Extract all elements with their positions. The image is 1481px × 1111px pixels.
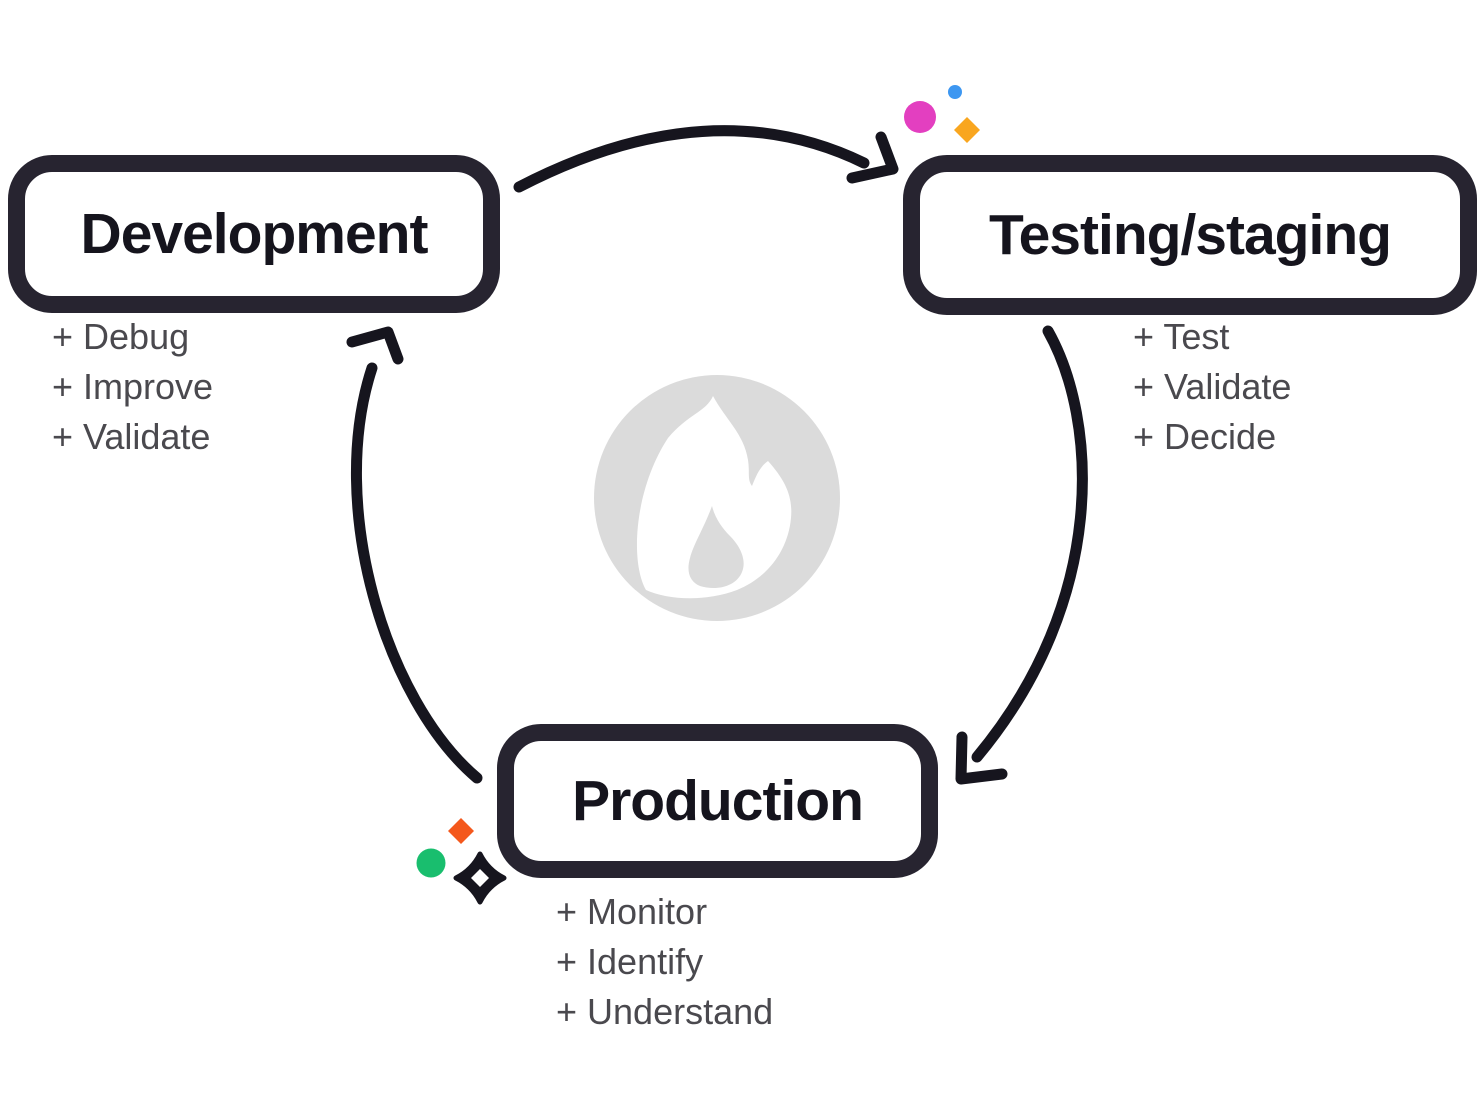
arrow-shaft: [971, 325, 1088, 763]
node-testing-staging-title: Testing/staging: [989, 203, 1392, 267]
blue-dot-icon: [948, 85, 962, 99]
bullet-item: + Debug: [52, 316, 190, 357]
flame-inner-shape: [688, 506, 744, 589]
arrow-development-to-testing: [513, 125, 899, 193]
bullet-item: + Test: [1133, 316, 1230, 357]
node-development-bullets: + Debug + Improve + Validate: [52, 312, 213, 462]
arrow-production-to-development: [346, 326, 483, 784]
node-production-bullets: + Monitor + Identify + Understand: [556, 887, 773, 1037]
bullet-item: + Understand: [556, 991, 774, 1032]
arrowhead: [955, 731, 1008, 785]
green-dot-icon: [416, 848, 446, 878]
arrow-testing-to-production: [955, 325, 1088, 785]
flame-outer-shape: [636, 396, 792, 599]
arrowhead: [346, 326, 404, 365]
confetti-production: [416, 818, 507, 905]
flame-icon: [594, 375, 840, 621]
bullet-item: + Validate: [1133, 366, 1292, 407]
bullet-item: + Improve: [52, 366, 214, 407]
node-testing-staging-bullets: + Test + Validate + Decide: [1133, 312, 1291, 462]
bullet-item: + Decide: [1133, 416, 1277, 457]
bullet-item: + Identify: [556, 941, 704, 982]
sparkle-hole: [471, 869, 489, 887]
bullet-item: + Monitor: [556, 891, 708, 932]
arrow-shaft: [350, 362, 483, 784]
node-production-title: Production: [572, 769, 864, 833]
confetti-testing: [904, 85, 980, 143]
orange-diamond-icon: [448, 818, 474, 844]
node-development-title: Development: [80, 202, 429, 266]
node-testing-staging: Testing/staging: [903, 155, 1477, 315]
amber-diamond-icon: [954, 117, 980, 143]
node-development: Development: [8, 155, 500, 313]
pink-dot-icon: [904, 101, 936, 133]
arrow-shaft: [513, 125, 870, 193]
node-production: Production: [497, 724, 938, 878]
arrowhead: [846, 131, 899, 184]
bullet-item: + Validate: [52, 416, 211, 457]
